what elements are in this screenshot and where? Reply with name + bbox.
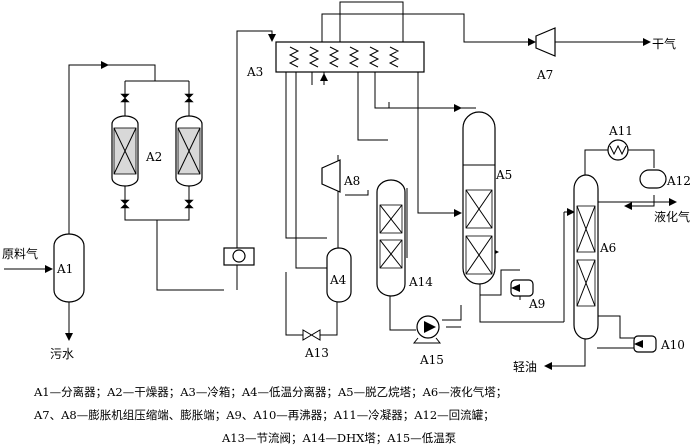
column-a6	[573, 174, 599, 340]
column-a5	[462, 111, 496, 285]
label-a4: A4	[329, 273, 347, 287]
label-light-oil: 轻油	[513, 360, 537, 374]
label-a3: A3	[246, 65, 263, 79]
valve-a2-tl	[120, 93, 130, 103]
separator-a4	[326, 247, 352, 303]
separator-a1	[53, 233, 85, 303]
column-a14	[376, 179, 406, 297]
label-a5: A5	[495, 168, 512, 182]
labels: 原料气 A1 污水 A2 A3 A7 干气 A8 A4 A14 A13 A15 …	[2, 36, 691, 374]
label-a6: A6	[599, 241, 616, 255]
dryer-a2-left	[111, 115, 139, 187]
pump-a15	[412, 315, 442, 344]
label-a8: A8	[343, 174, 360, 188]
label-a12: A12	[666, 174, 691, 188]
condenser-a11	[607, 139, 629, 161]
reboiler-a10	[633, 335, 657, 353]
label-a13: A13	[304, 346, 329, 360]
compressor-a7	[535, 27, 556, 57]
label-a15: A15	[419, 353, 444, 367]
reboiler-a9	[510, 279, 534, 297]
filter-box	[223, 247, 255, 266]
label-a1: A1	[56, 262, 73, 276]
label-a7: A7	[536, 68, 553, 82]
label-a10: A10	[660, 338, 685, 352]
label-dry-gas: 干气	[652, 36, 676, 51]
expander-a8	[321, 159, 341, 193]
legend: A1—分离器；A2—干燥器；A3—冷箱；A4—低温分离器；A5—脱乙烷塔；A6—…	[33, 385, 507, 445]
throttle-valve-a13	[302, 329, 321, 341]
valve-a2-tr	[184, 93, 194, 103]
reflux-drum-a12	[639, 169, 667, 189]
cold-box-a3	[275, 41, 425, 73]
valve-a2-bl	[120, 199, 130, 209]
label-a2: A2	[145, 150, 162, 164]
dryer-a2-right	[175, 115, 203, 187]
legend-line-3: A13—节流阀；A14—DHX塔；A15—低温泵	[221, 431, 457, 445]
valve-a2-br	[184, 199, 194, 209]
legend-line-1: A1—分离器；A2—干燥器；A3—冷箱；A4—低温分离器；A5—脱乙烷塔；A6—…	[33, 385, 507, 399]
legend-line-2: A7、A8—膨胀机组压缩端、膨胀端；A9、A10—再沸器；A11—冷凝器；A12…	[33, 408, 495, 422]
label-a11: A11	[608, 124, 633, 138]
label-feed: 原料气	[2, 246, 38, 261]
label-a9: A9	[528, 297, 545, 311]
piping	[4, 1, 677, 370]
label-a14: A14	[408, 275, 433, 289]
label-lpg: 液化气	[654, 209, 690, 224]
label-wastewater: 污水	[50, 347, 74, 361]
